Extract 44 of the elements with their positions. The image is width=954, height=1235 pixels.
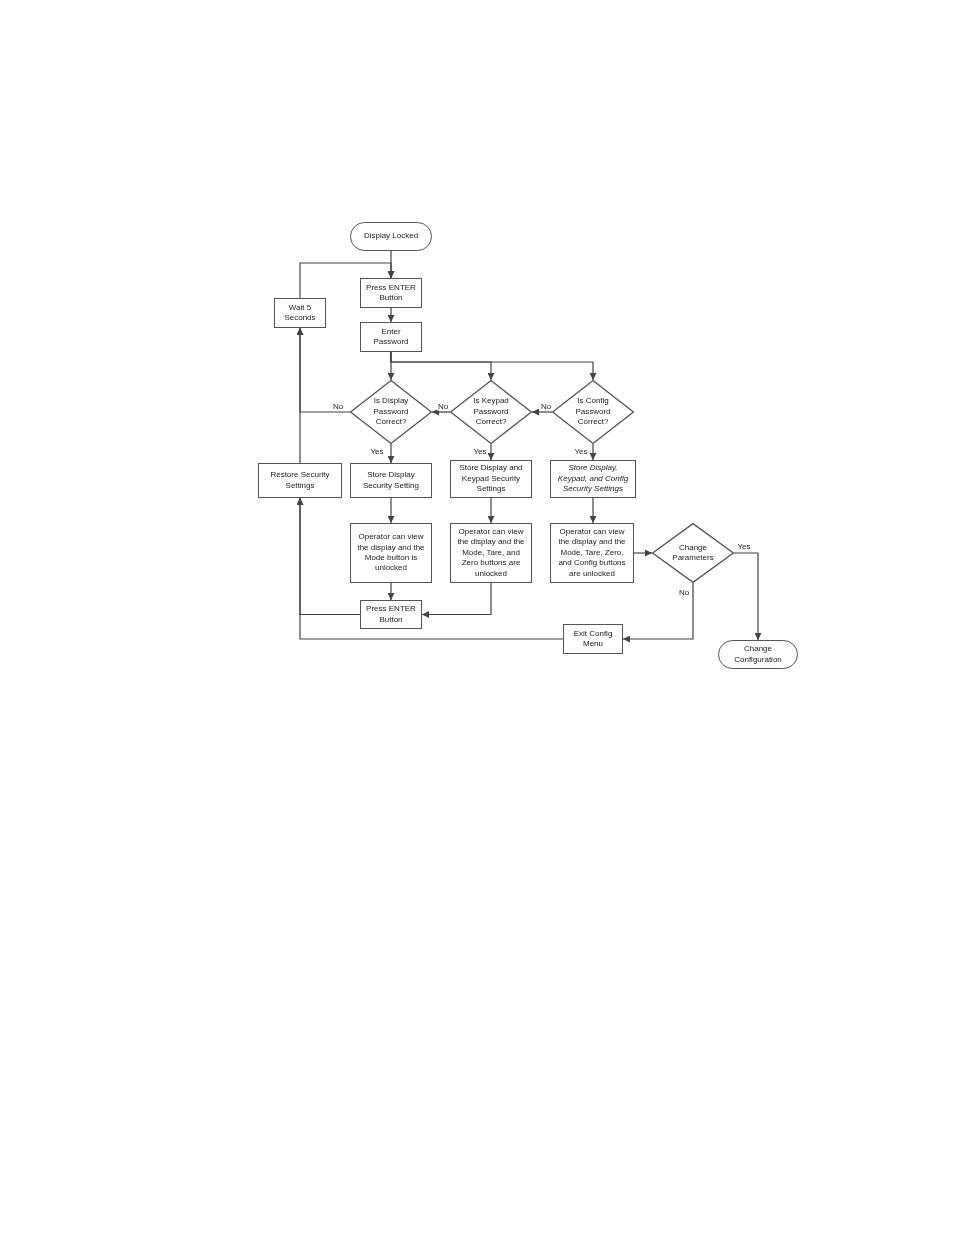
process-box: Operator can view the display and the Mode button is unlocked	[350, 523, 432, 583]
arrow	[299, 262, 395, 299]
arrow	[387, 582, 395, 601]
process-box: Enter Password	[360, 322, 422, 352]
edge-label: Yes	[369, 446, 385, 456]
arrow	[589, 443, 597, 461]
decision-diamond: Is Display Password Correct?	[350, 380, 432, 444]
process-box: Store Display and Keypad Security Settings	[450, 460, 532, 498]
arrow	[296, 497, 564, 640]
edge-label: Yes	[472, 446, 488, 456]
arrow	[622, 582, 694, 643]
process-box: Press ENTER Button	[360, 278, 422, 308]
arrow	[487, 443, 495, 461]
edge-label: No	[677, 587, 691, 597]
decision-diamond: Is Keypad Password Correct?	[450, 380, 532, 444]
arrow	[431, 408, 451, 416]
process-box: Operator can view the display and the Mode, Tare, and Zero buttons are unlocked	[450, 523, 532, 583]
process-box: Exit Config Menu	[563, 624, 623, 654]
arrow	[733, 552, 762, 641]
process-box: Restore Security Settings	[258, 463, 342, 498]
decision-diamond: Is Config Password Correct?	[552, 380, 634, 444]
edge-label: No	[331, 401, 345, 411]
process-box: Operator can view the display and the Mode, Tare, Zero, and Config buttons are unlocked	[550, 523, 634, 583]
process-box: Press ENTER Button	[360, 600, 422, 629]
edge-label: No	[539, 401, 553, 411]
arrow	[531, 408, 553, 416]
process-box: Store Display Security Setting	[350, 463, 432, 498]
terminal-node: Change Configuration	[718, 640, 798, 669]
arrow	[633, 549, 653, 557]
arrow	[487, 497, 495, 524]
edge-label: Yes	[573, 446, 589, 456]
arrow	[296, 327, 304, 464]
arrow	[387, 307, 395, 323]
edge-label: No	[436, 401, 450, 411]
arrow	[387, 443, 395, 464]
process-box: Store Display, Keypad, and Config Security Settings	[550, 460, 636, 498]
arrow	[421, 582, 492, 618]
edge-label: Yes	[736, 541, 752, 551]
process-box: Wait 5 Seconds	[274, 298, 326, 328]
decision-diamond: Change Parameters	[652, 523, 734, 583]
arrow	[589, 497, 597, 524]
terminal-node: Display Locked	[350, 222, 432, 251]
arrow	[387, 497, 395, 524]
arrow	[390, 351, 597, 381]
